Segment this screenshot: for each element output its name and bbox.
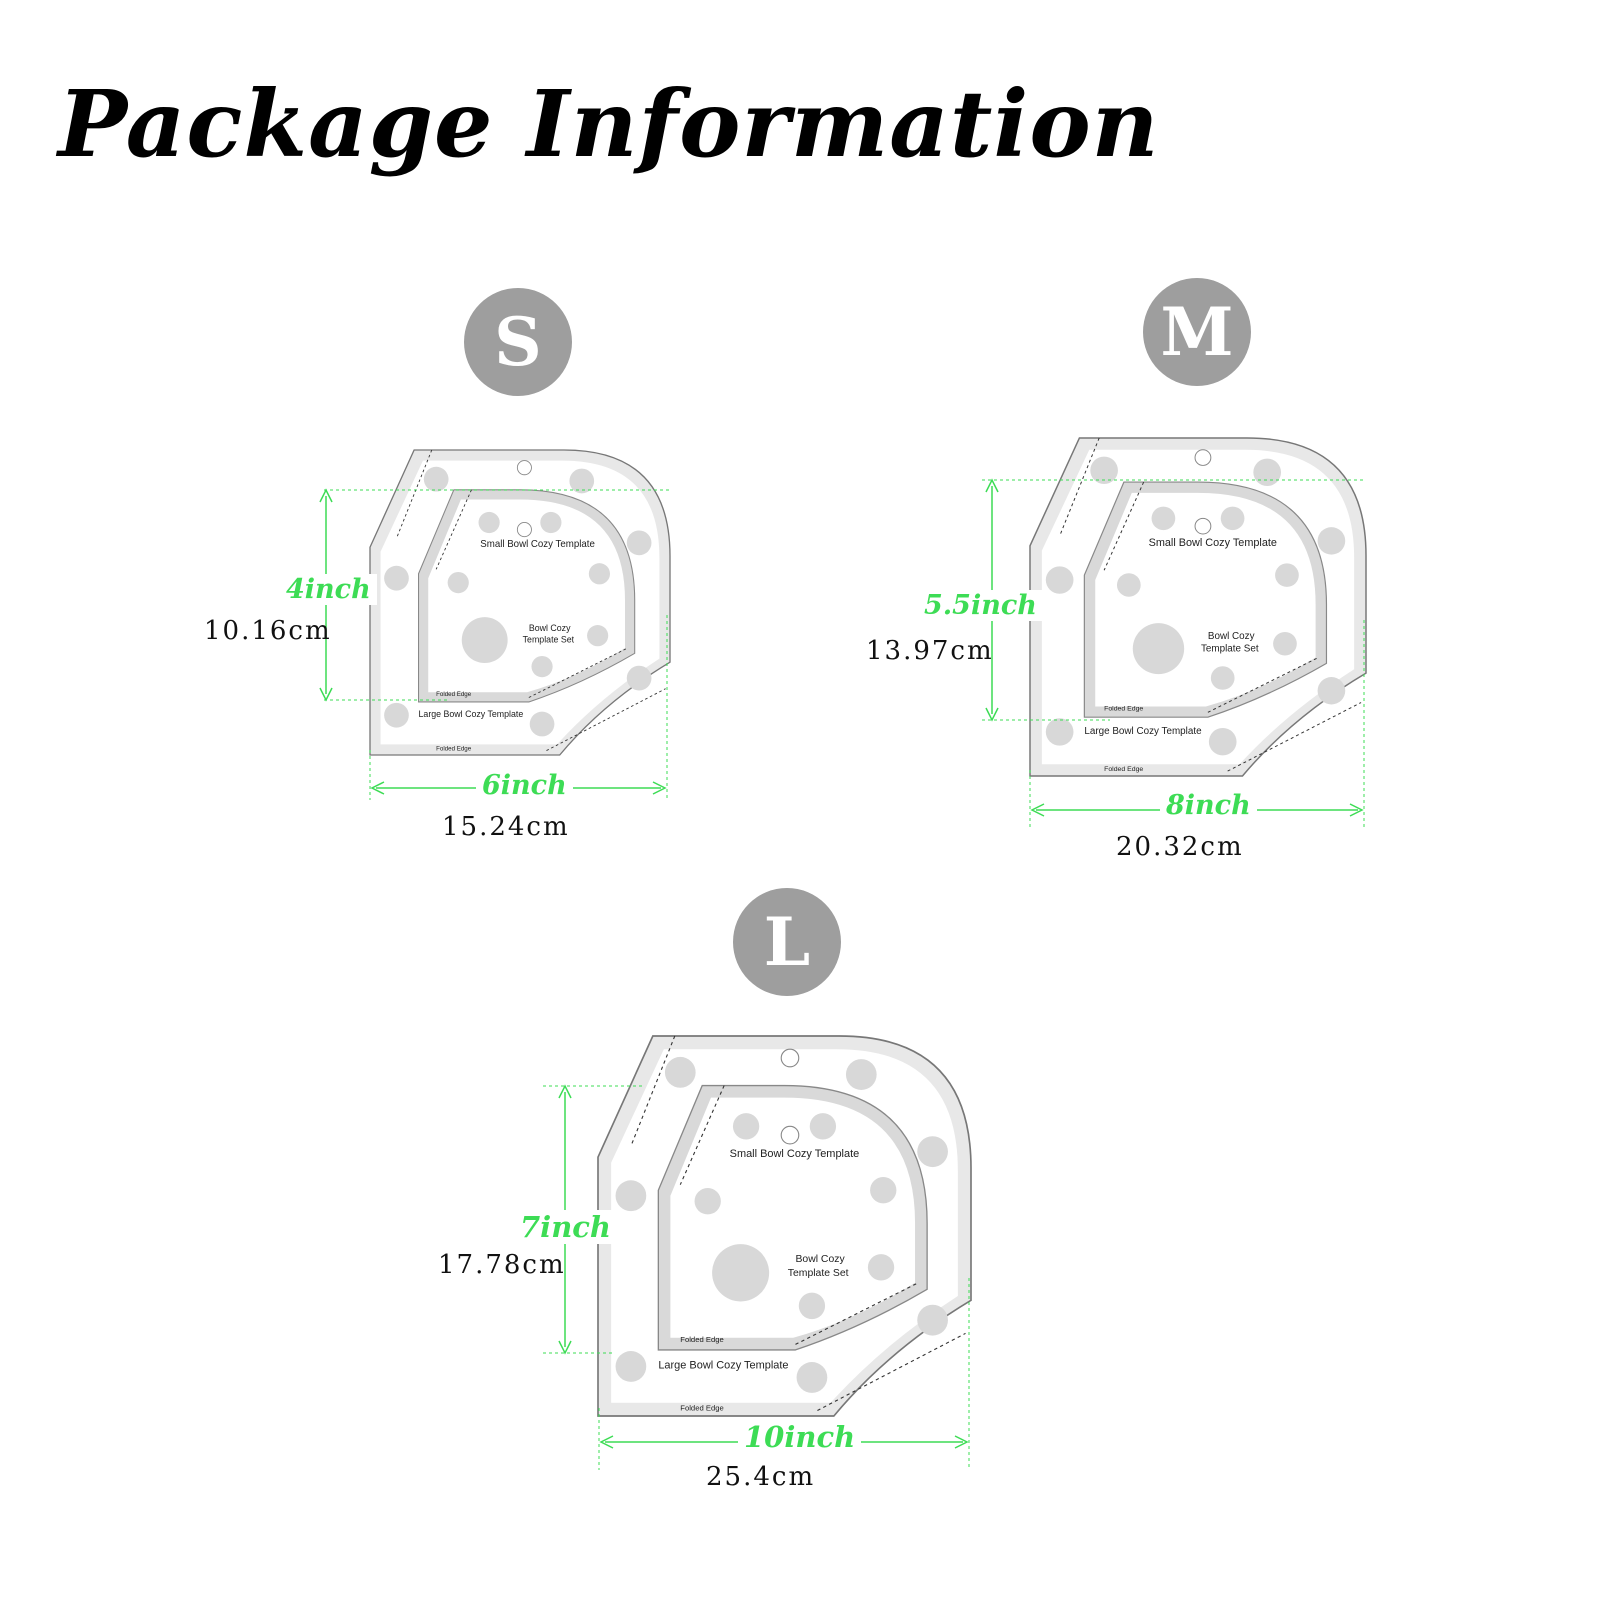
- dimension-lines-m: [982, 478, 1365, 828]
- svg-text:Small Bowl Cozy Template: Small Bowl Cozy Template: [480, 539, 595, 550]
- width-cm-label-s: 15.24cm: [442, 812, 570, 842]
- height-cm-label-l: 17.78cm: [438, 1250, 566, 1280]
- height-cm-label-s: 10.16cm: [204, 616, 332, 646]
- svg-text:Folded Edge: Folded Edge: [436, 691, 472, 698]
- template-diagram-m: Small Bowl Cozy Template Bowl Cozy Templ…: [1029, 437, 1367, 777]
- width-inch-label-s: 6inch: [476, 770, 573, 801]
- dimension-lines-l: [543, 1084, 970, 1470]
- svg-text:Template Set: Template Set: [1201, 644, 1259, 655]
- height-inch-label-m: 5.5inch: [918, 590, 1043, 621]
- width-cm-label-m: 20.32cm: [1116, 832, 1244, 862]
- svg-text:Small Bowl Cozy Template: Small Bowl Cozy Template: [1149, 537, 1277, 549]
- svg-text:Bowl Cozy: Bowl Cozy: [795, 1254, 845, 1265]
- svg-text:Template Set: Template Set: [523, 635, 575, 645]
- svg-text:Folded Edge: Folded Edge: [680, 1403, 724, 1412]
- svg-text:Bowl Cozy: Bowl Cozy: [1208, 631, 1255, 642]
- svg-text:Bowl Cozy: Bowl Cozy: [529, 623, 571, 633]
- size-badge-l: L: [733, 888, 841, 996]
- height-inch-label-s: 4inch: [280, 574, 377, 605]
- size-badge-m: M: [1143, 278, 1251, 386]
- size-badge-s: S: [464, 288, 572, 396]
- svg-text:Small Bowl Cozy Template: Small Bowl Cozy Template: [730, 1148, 860, 1160]
- template-diagram-l: Small Bowl Cozy Template Bowl Cozy Templ…: [597, 1035, 972, 1417]
- width-inch-label-l: 10inch: [738, 1420, 862, 1454]
- svg-text:Folded Edge: Folded Edge: [436, 746, 472, 753]
- page-title: Package Information: [58, 70, 1160, 178]
- svg-text:Folded Edge: Folded Edge: [1104, 705, 1143, 712]
- height-cm-label-m: 13.97cm: [866, 636, 994, 666]
- width-cm-label-l: 25.4cm: [706, 1462, 816, 1492]
- template-diagram-s: Small Bowl Cozy Template Bowl Cozy Templ…: [369, 449, 671, 756]
- svg-text:Template Set: Template Set: [788, 1268, 849, 1279]
- svg-text:Large Bowl Cozy Template: Large Bowl Cozy Template: [658, 1360, 788, 1372]
- dimension-lines-s: [319, 488, 670, 800]
- svg-text:Large Bowl Cozy Template: Large Bowl Cozy Template: [419, 709, 524, 719]
- svg-text:Large Bowl Cozy Template: Large Bowl Cozy Template: [1084, 726, 1202, 737]
- svg-text:Folded Edge: Folded Edge: [680, 1335, 724, 1344]
- height-inch-label-l: 7inch: [514, 1210, 618, 1244]
- svg-text:Folded Edge: Folded Edge: [1104, 766, 1143, 773]
- width-inch-label-m: 8inch: [1160, 790, 1257, 821]
